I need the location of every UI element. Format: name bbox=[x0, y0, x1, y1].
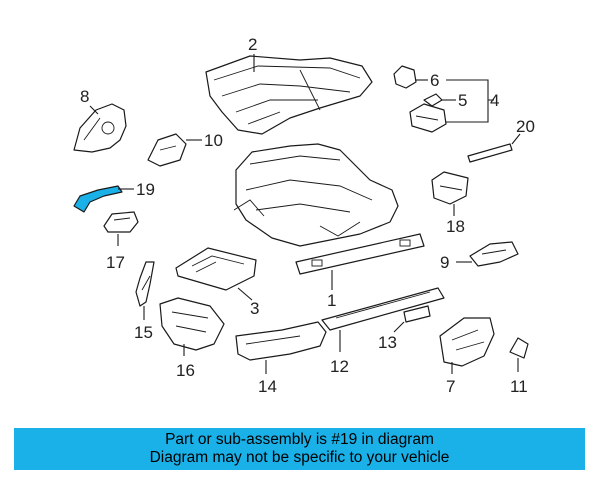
part-9-bracket[interactable] bbox=[469, 241, 519, 267]
callout-13: 13 bbox=[378, 333, 397, 352]
part-12-rail[interactable] bbox=[321, 287, 445, 331]
part-14-shield[interactable] bbox=[235, 321, 327, 361]
part-20-rod[interactable] bbox=[467, 143, 513, 163]
callout-8: 8 bbox=[80, 87, 89, 106]
part-8-side-bracket[interactable] bbox=[73, 103, 127, 153]
part-4-module[interactable] bbox=[409, 103, 447, 133]
part-16-trim-panel[interactable] bbox=[159, 297, 225, 351]
leader-13 bbox=[393, 321, 405, 333]
leader-20 bbox=[511, 133, 521, 145]
callout-15: 15 bbox=[134, 323, 153, 342]
callout-9: 9 bbox=[440, 253, 449, 272]
part-19-handle[interactable] bbox=[73, 185, 123, 213]
callout-3: 3 bbox=[250, 299, 259, 318]
callout-4: 4 bbox=[490, 91, 499, 110]
callout-20: 20 bbox=[516, 117, 535, 136]
part-seat-cushion-frame[interactable] bbox=[233, 143, 399, 247]
part-17-pad[interactable] bbox=[103, 211, 139, 233]
leader-4 bbox=[446, 79, 494, 123]
banner-line-part: Part or sub-assembly is #19 in diagram bbox=[165, 431, 434, 448]
callout-18: 18 bbox=[446, 217, 465, 236]
leader-3 bbox=[237, 287, 253, 301]
part-7-side-cover[interactable] bbox=[439, 317, 495, 367]
part-3-tray[interactable] bbox=[175, 247, 257, 291]
part-18-box[interactable] bbox=[431, 171, 469, 205]
leader-8 bbox=[89, 105, 99, 115]
callout-6: 6 bbox=[430, 71, 439, 90]
callout-12: 12 bbox=[330, 357, 349, 376]
callout-16: 16 bbox=[176, 361, 195, 380]
part-15-cover-strip[interactable] bbox=[135, 261, 155, 307]
banner-line-disclaimer: Diagram may not be specific to your vehi… bbox=[149, 449, 450, 466]
part-10-bracket[interactable] bbox=[147, 133, 187, 167]
part-1-side-rail[interactable] bbox=[295, 233, 425, 275]
part-11-cap[interactable] bbox=[509, 337, 529, 359]
callout-19: 19 bbox=[136, 180, 155, 199]
callout-2: 2 bbox=[248, 35, 257, 54]
part-2-seat-frame[interactable] bbox=[205, 55, 373, 135]
info-banner: Part or sub-assembly is #19 in diagram D… bbox=[14, 428, 585, 470]
callout-10: 10 bbox=[204, 131, 223, 150]
callout-11: 11 bbox=[510, 377, 528, 396]
part-6-knob[interactable] bbox=[393, 65, 417, 89]
callout-14: 14 bbox=[258, 377, 277, 396]
callout-5: 5 bbox=[458, 91, 467, 110]
callout-17: 17 bbox=[106, 253, 125, 272]
part-13-small-bracket[interactable] bbox=[403, 305, 431, 323]
callout-7: 7 bbox=[446, 377, 455, 396]
callout-1: 1 bbox=[327, 291, 336, 310]
